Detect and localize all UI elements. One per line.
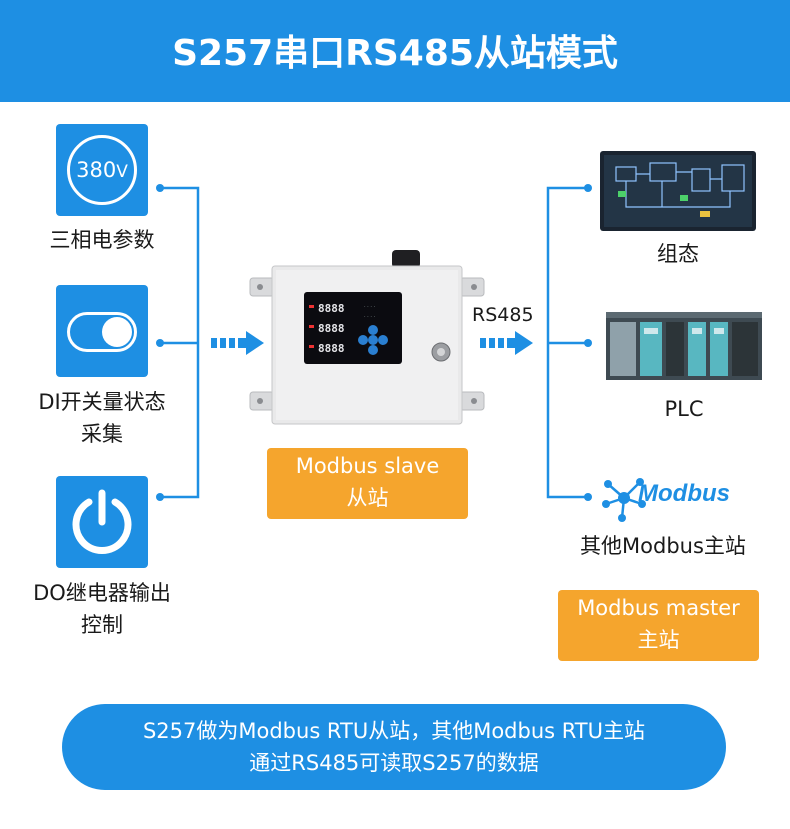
svg-text:8888: 8888: [318, 342, 345, 355]
scada-label: 组态: [657, 242, 699, 266]
modbus-network-icon: [602, 478, 646, 522]
voltage-380v-icon: 380V: [67, 135, 137, 205]
scada-screen-icon: [600, 151, 756, 231]
toggle-switch-icon: [67, 312, 137, 352]
svg-text:· · · ·: · · · ·: [364, 304, 376, 310]
other-master-label: 其他Modbus主站: [580, 534, 746, 558]
output-arrow: [480, 331, 533, 355]
modbus-logo-text: Modbus: [638, 480, 730, 507]
svg-text:· · · ·: · · · ·: [364, 314, 376, 320]
input-arrow: [211, 331, 264, 355]
three-phase-tile: 380V: [56, 124, 148, 216]
header-banner: S257串口RS485从站模式: [0, 0, 790, 102]
master-badge: Modbus master 主站: [558, 590, 759, 661]
power-button-icon: [72, 489, 132, 554]
modbus-logo: Modbus: [600, 474, 760, 522]
slave-badge: Modbus slave 从站: [267, 448, 468, 519]
do-tile: [56, 476, 148, 568]
di-tile: [56, 285, 148, 377]
do-label: DO继电器输出 控制: [33, 581, 171, 637]
rs485-label: RS485: [472, 304, 534, 326]
page-title: S257串口RS485从站模式: [172, 33, 618, 74]
svg-text:8888: 8888: [318, 302, 345, 315]
plc-rack-icon: [606, 312, 762, 380]
plc-label: PLC: [664, 397, 704, 421]
di-label: DI开关量状态 采集: [38, 390, 166, 446]
s257-meter-enclosure: 8888 8888 8888 · · · · · · · ·: [249, 250, 485, 425]
footer-note: S257做为Modbus RTU从站，其他Modbus RTU主站 通过RS48…: [62, 704, 726, 790]
svg-text:8888: 8888: [318, 322, 345, 335]
three-phase-label: 三相电参数: [49, 228, 155, 252]
